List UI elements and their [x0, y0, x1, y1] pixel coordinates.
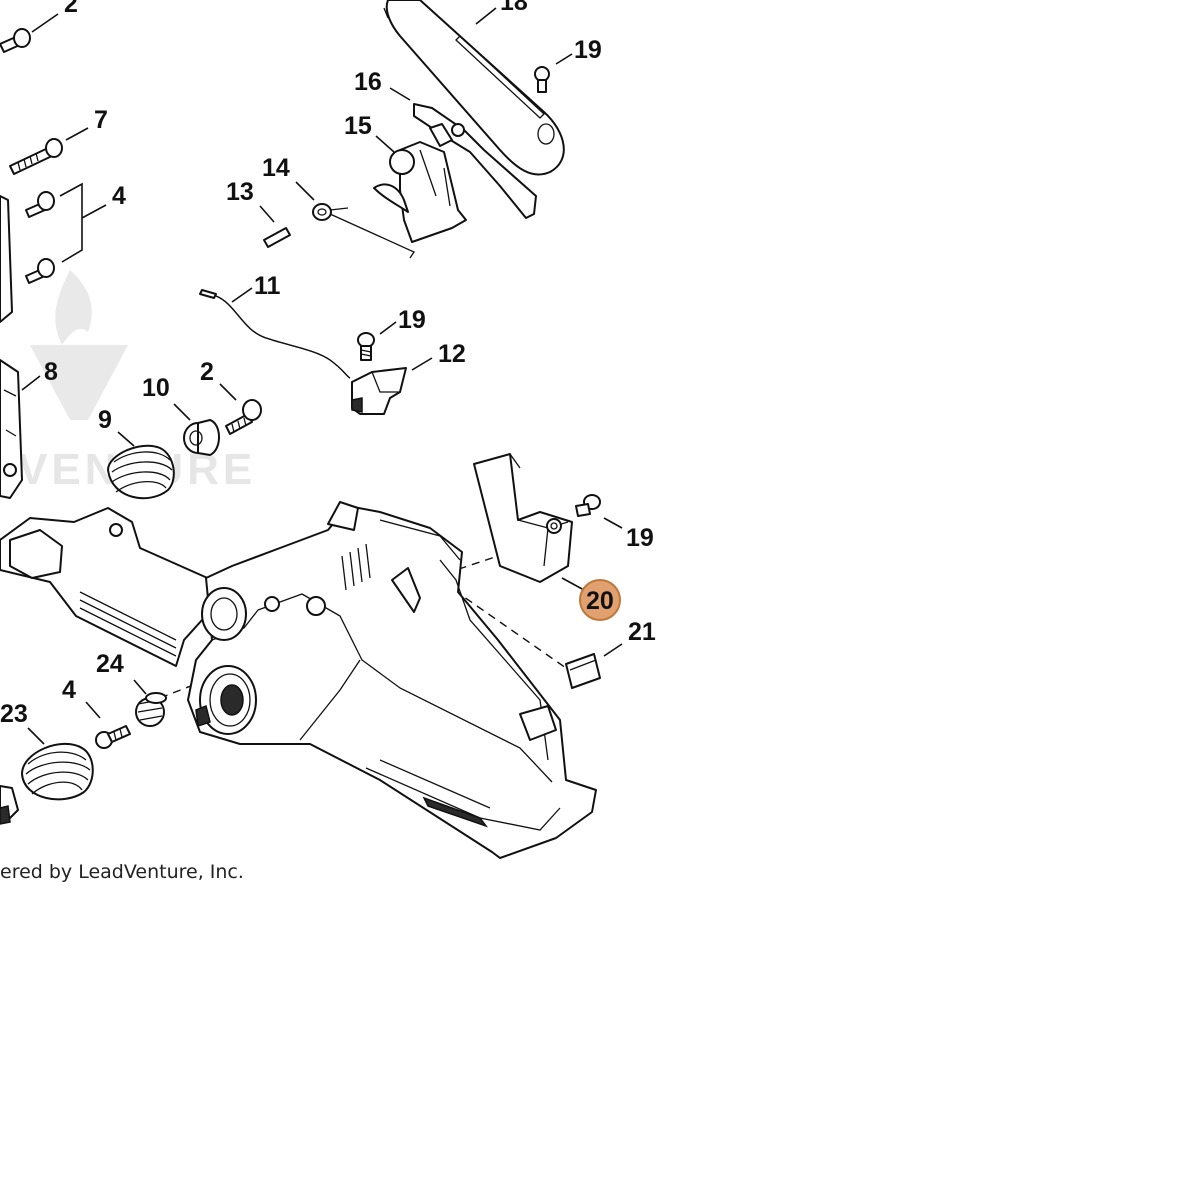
mount-partial[interactable]: [0, 785, 19, 825]
bolt-part-2-mid[interactable]: [225, 399, 262, 435]
callout-16[interactable]: 16: [354, 68, 382, 96]
callout-24[interactable]: 24: [96, 650, 124, 678]
spring-part-23[interactable]: [21, 742, 94, 801]
callout-21[interactable]: 21: [628, 618, 656, 646]
callout-18[interactable]: 18: [500, 0, 528, 16]
cover-plate-part-20[interactable]: [473, 453, 573, 583]
callout-20[interactable]: 20: [586, 587, 614, 615]
callout-13[interactable]: 13: [226, 178, 254, 206]
pin-part-13[interactable]: [263, 227, 291, 248]
callout-7[interactable]: 7: [94, 106, 108, 134]
screw-part-4-bottom[interactable]: [95, 725, 131, 749]
screw-part-19-right[interactable]: [575, 494, 601, 517]
callout-15[interactable]: 15: [344, 112, 372, 140]
callout-19-right[interactable]: 19: [626, 524, 654, 552]
cap-part-21[interactable]: [565, 653, 601, 689]
handle-cover-part-18[interactable]: [383, 0, 565, 176]
callout-14[interactable]: 14: [262, 154, 290, 182]
screw-part-4-top[interactable]: [25, 191, 55, 284]
callout-8[interactable]: 8: [44, 358, 58, 386]
bolt-part-2-top[interactable]: [0, 28, 31, 53]
callout-9[interactable]: 9: [98, 406, 112, 434]
callout-19-top[interactable]: 19: [574, 36, 602, 64]
screw-part-19-mid[interactable]: [357, 332, 375, 361]
callout-2-mid[interactable]: 2: [200, 358, 214, 386]
callout-12[interactable]: 12: [438, 340, 466, 368]
trigger-part-15[interactable]: [373, 141, 467, 243]
bolt-part-7[interactable]: [9, 138, 63, 175]
handle-part-8[interactable]: [0, 359, 23, 499]
cable-part-11[interactable]: [199, 289, 351, 379]
screw-part-19-top[interactable]: [534, 66, 550, 93]
callout-2-top[interactable]: 2: [64, 0, 78, 18]
powered-by-credit: ered by LeadVenture, Inc.: [0, 861, 244, 883]
callout-20-highlight[interactable]: 20: [579, 579, 621, 621]
buffer-part-10[interactable]: [183, 419, 220, 456]
callout-4-top[interactable]: 4: [112, 182, 126, 210]
torsion-spring-part-14[interactable]: [312, 203, 415, 259]
callout-23[interactable]: 23: [0, 700, 28, 728]
grommet-part-24[interactable]: [135, 692, 167, 727]
switch-part-12[interactable]: [351, 367, 407, 415]
callout-10[interactable]: 10: [142, 374, 170, 402]
lever-part-16[interactable]: [413, 103, 537, 219]
callout-19-mid[interactable]: 19: [398, 306, 426, 334]
callout-11[interactable]: 11: [254, 272, 281, 300]
main-housing[interactable]: [0, 501, 597, 859]
spring-part-9[interactable]: [107, 444, 175, 500]
callout-4-bottom[interactable]: 4: [62, 676, 76, 704]
